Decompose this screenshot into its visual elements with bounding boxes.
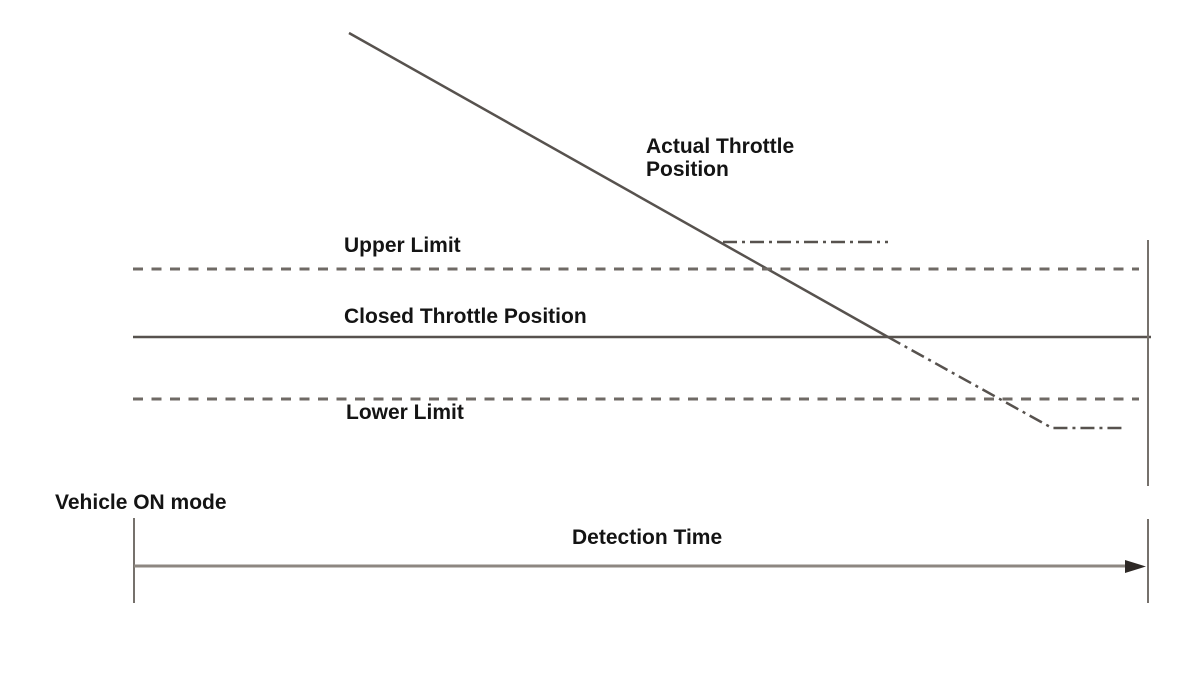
vehicle-on-mode-label: Vehicle ON mode (55, 491, 227, 514)
lower-limit-label: Lower Limit (346, 401, 464, 424)
actual-throttle-dashdot-line (887, 335, 1126, 430)
detection-time-arrow-head-icon (1125, 560, 1146, 573)
closed-throttle-position-label: Closed Throttle Position (344, 305, 587, 328)
actual-throttle-line (348, 31, 889, 339)
upper-limit-label: Upper Limit (344, 234, 461, 257)
actual-throttle-label: Actual Throttle Position (646, 135, 795, 181)
detection-time-label: Detection Time (572, 526, 723, 549)
